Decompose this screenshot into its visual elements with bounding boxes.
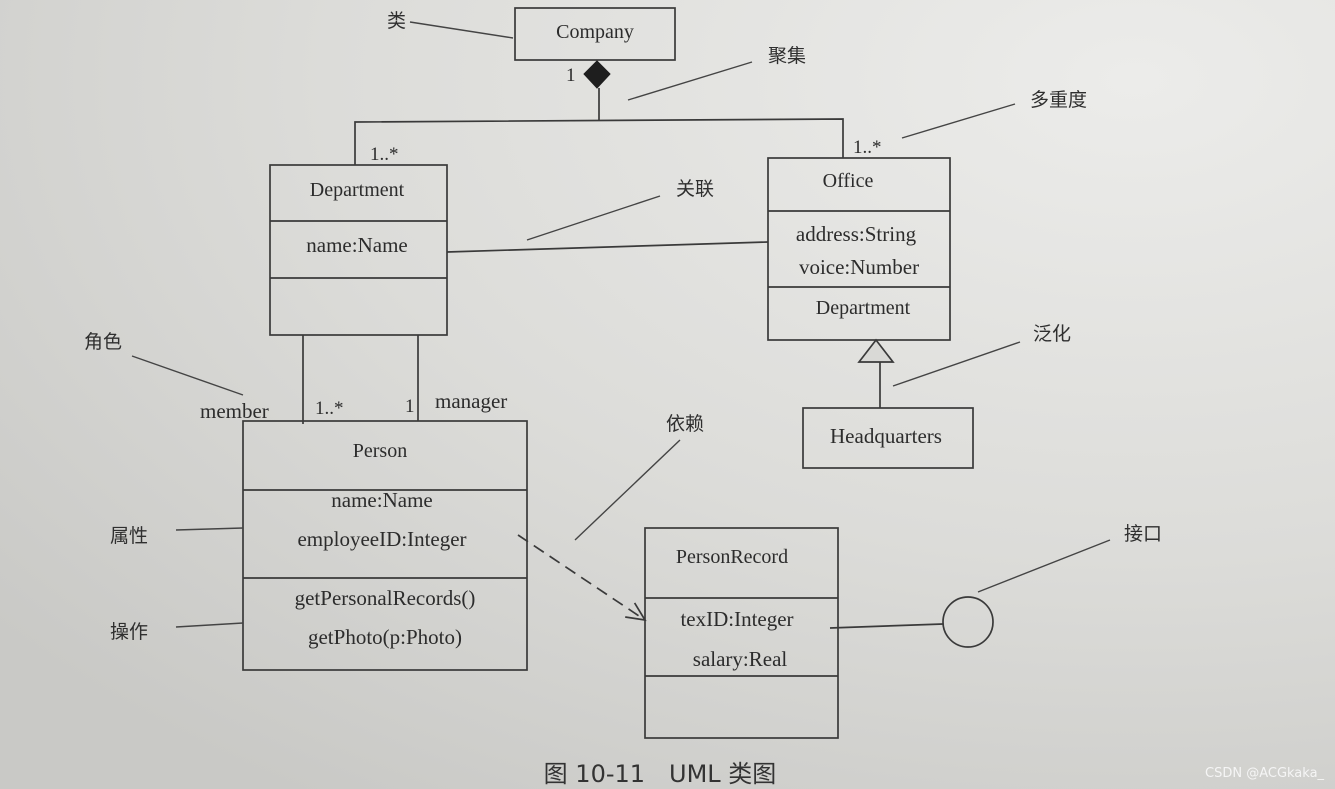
annotation-multiplicity-leader bbox=[901, 103, 1016, 139]
multiplicity-manager: 1 bbox=[405, 396, 415, 417]
aggregation-branch-line bbox=[354, 118, 844, 165]
class-department-box bbox=[269, 164, 448, 336]
class-office-operation: Department bbox=[816, 297, 911, 319]
annotation-role: 角色 bbox=[84, 331, 122, 353]
class-person-record-name: PersonRecord bbox=[676, 546, 788, 568]
class-person-record-box bbox=[644, 527, 839, 739]
generalization-triangle-icon bbox=[857, 338, 895, 363]
annotation-role-leader bbox=[131, 355, 244, 396]
watermark: CSDN @ACGkaka_ bbox=[1205, 766, 1325, 781]
annotation-operation: 操作 bbox=[110, 621, 148, 643]
class-department: Department name:Name bbox=[269, 164, 448, 336]
role-member: member bbox=[200, 399, 269, 423]
class-person-record: PersonRecord texID:Integer salary:Real bbox=[644, 527, 839, 739]
class-department-name: Department bbox=[310, 179, 405, 201]
class-office-attribute: voice:Number bbox=[799, 255, 919, 279]
role-manager: manager bbox=[435, 389, 507, 413]
class-company-box bbox=[514, 7, 676, 61]
dependency-line bbox=[517, 534, 646, 621]
annotation-attribute: 属性 bbox=[110, 525, 148, 547]
multiplicity-office: 1..* bbox=[853, 137, 882, 158]
class-person-operation: getPhoto(p:Photo) bbox=[308, 625, 462, 649]
annotation-class: 类 bbox=[387, 10, 406, 32]
annotation-association-leader bbox=[526, 195, 661, 241]
class-office: Office address:String voice:Number Depar… bbox=[767, 157, 951, 341]
association-line bbox=[446, 241, 769, 253]
annotation-dependency-leader bbox=[574, 439, 681, 541]
class-headquarters: Headquarters bbox=[802, 407, 974, 469]
annotation-dependency: 依赖 bbox=[666, 413, 704, 435]
annotation-attribute-leader bbox=[175, 527, 244, 531]
class-headquarters-name: Headquarters bbox=[830, 424, 942, 448]
annotation-interface-leader bbox=[977, 539, 1111, 593]
class-company: Company bbox=[514, 7, 676, 61]
aggregation-diamond-icon bbox=[583, 60, 611, 89]
class-office-name: Office bbox=[823, 170, 874, 192]
class-person-attribute: name:Name bbox=[331, 488, 432, 512]
annotation-aggregation: 聚集 bbox=[768, 45, 806, 67]
annotation-operation-leader bbox=[175, 622, 244, 628]
interface-line bbox=[829, 623, 944, 629]
annotation-class-leader bbox=[409, 21, 514, 39]
annotation-generalization-leader bbox=[892, 341, 1021, 387]
annotation-generalization: 泛化 bbox=[1033, 323, 1071, 345]
class-person-box bbox=[242, 420, 528, 671]
class-person: Person name:Name employeeID:Integer getP… bbox=[242, 420, 528, 671]
class-office-box bbox=[767, 157, 951, 341]
annotation-multiplicity: 多重度 bbox=[1030, 89, 1087, 111]
multiplicity-company: 1 bbox=[566, 65, 576, 86]
annotation-interface: 接口 bbox=[1124, 523, 1162, 545]
class-person-operation: getPersonalRecords() bbox=[295, 586, 476, 610]
class-headquarters-box bbox=[802, 407, 974, 469]
class-person-record-attribute: texID:Integer bbox=[680, 607, 793, 631]
class-person-name: Person bbox=[353, 440, 407, 462]
multiplicity-department: 1..* bbox=[370, 144, 399, 165]
class-person-attribute: employeeID:Integer bbox=[297, 527, 466, 551]
figure-caption: 图 10-11 UML 类图 bbox=[544, 760, 777, 788]
multiplicity-member: 1..* bbox=[315, 398, 344, 419]
interface-circle-icon bbox=[942, 596, 994, 648]
class-department-attribute: name:Name bbox=[306, 233, 407, 257]
class-company-name: Company bbox=[556, 21, 634, 43]
annotation-aggregation-leader bbox=[627, 61, 753, 101]
annotation-association: 关联 bbox=[676, 178, 714, 200]
class-person-record-attribute: salary:Real bbox=[693, 647, 788, 671]
class-office-attribute: address:String bbox=[796, 222, 917, 246]
